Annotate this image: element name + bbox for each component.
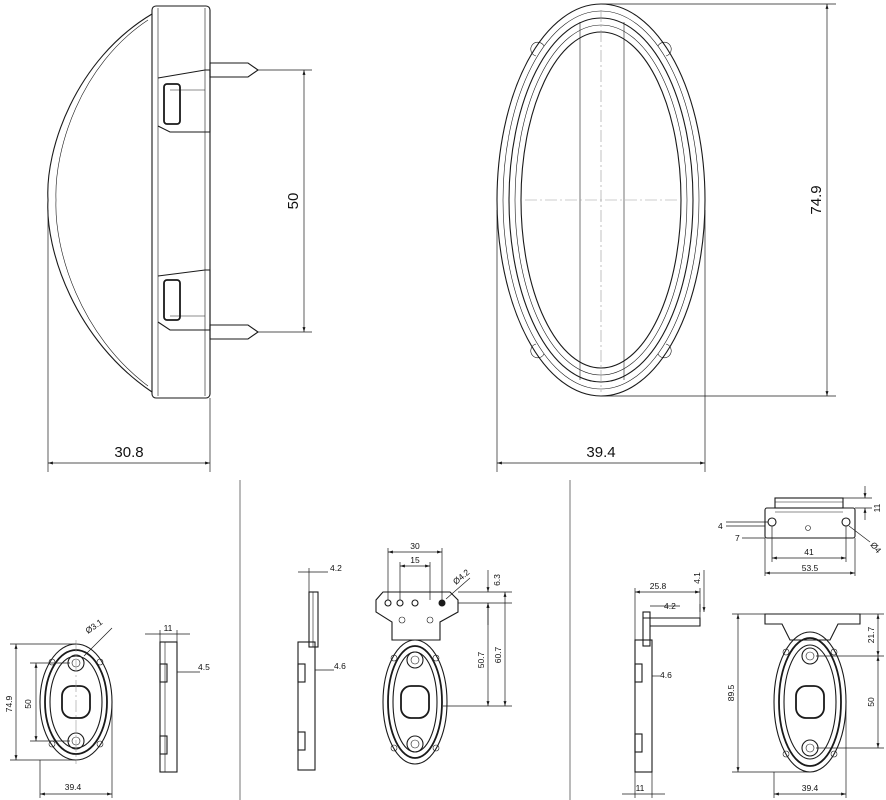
flat-width-label: 39.4 (65, 782, 82, 792)
angled-rise-label: 4.1 (692, 572, 702, 584)
detail-hole-dia-label: Ø4 (868, 540, 883, 555)
plate-tab-height-label: 6.3 (492, 574, 502, 586)
plate-profile-body (297, 641, 316, 771)
angled-offset-label: 4.6 (660, 670, 672, 680)
side-width-label: 30.8 (114, 444, 143, 461)
detail-offset-a-label: 4 (718, 521, 723, 531)
lens-inner-outline (55, 19, 149, 387)
detail-height-label: 11 (872, 503, 882, 512)
detail-bracket-outline (764, 507, 856, 539)
flat-bracket-profile (159, 641, 178, 773)
angled-thickness-label: 4.2 (664, 601, 676, 611)
upper-pin (209, 62, 259, 78)
plate-offset-label: 4.6 (334, 661, 346, 671)
lower-pin (209, 324, 259, 340)
angled-top-flange (764, 613, 861, 641)
angled-hole-spacing-label: 50 (866, 697, 876, 707)
plate-drop-inner-label: 50.7 (476, 651, 486, 668)
flat-depth-label: 11 (164, 623, 173, 633)
flat-bracket-drawing: Ø3.1 74.9 50 39.4 11 4.5 (4, 617, 210, 798)
angled-depth-top-label: 25.8 (650, 581, 667, 591)
detail-hole-pitch-label: 41 (804, 547, 814, 557)
plate-hole-1 (384, 599, 392, 607)
front-height-label: 74.9 (808, 185, 825, 214)
flat-hole-spacing-label: 50 (23, 699, 33, 709)
lens-dome-outline (47, 13, 153, 393)
plate-profile-upper (308, 591, 319, 648)
angled-profile-upright (642, 611, 651, 647)
housing-body (151, 5, 211, 399)
angled-bracket-drawing: 11 Ø4 4 7 41 53.5 25.8 4.1 4.2 4.6 (622, 486, 884, 798)
flat-hole-dia-label: Ø3.1 (83, 617, 104, 636)
side-view: 50 30.8 (47, 5, 312, 472)
corner-lugs (530, 41, 672, 359)
mounting-plate (375, 591, 459, 641)
plate-thickness-label: 4.2 (330, 563, 342, 573)
flat-step-label: 4.5 (198, 662, 210, 672)
detail-hole-left (767, 517, 777, 527)
detail-hole-right (841, 517, 851, 527)
angled-upper-offset-label: 21.7 (866, 626, 876, 643)
front-view: 74.9 39.4 (496, 3, 836, 472)
pin-spacing-label: 50 (285, 193, 302, 210)
plate-bracket-outline (382, 639, 448, 765)
flat-height-label: 74.9 (4, 695, 14, 712)
plate-pitch-inner-label: 15 (410, 555, 420, 565)
front-width-label: 39.4 (586, 444, 615, 461)
plate-hole-dia-label: Ø4.2 (451, 567, 472, 587)
plate-hole-3 (411, 599, 419, 607)
plate-drop-outer-label: 60.7 (493, 646, 503, 663)
angled-total-height-label: 89.5 (726, 684, 736, 701)
angled-width-label: 39.4 (802, 783, 819, 793)
plate-pitch-outer-label: 30 (410, 541, 420, 551)
detail-offset-b-label: 7 (735, 533, 740, 543)
lower-clip (157, 269, 211, 331)
plate-hole-2 (396, 599, 404, 607)
plate-bracket-drawing: 4.2 4.6 30 15 Ø4.2 6.3 (297, 541, 512, 771)
detail-width-label: 53.5 (802, 563, 819, 573)
angled-base-depth-label: 11 (636, 783, 645, 793)
angled-profile-body (634, 639, 653, 773)
plate-hole-4 (438, 599, 446, 607)
upper-clip (157, 69, 211, 133)
